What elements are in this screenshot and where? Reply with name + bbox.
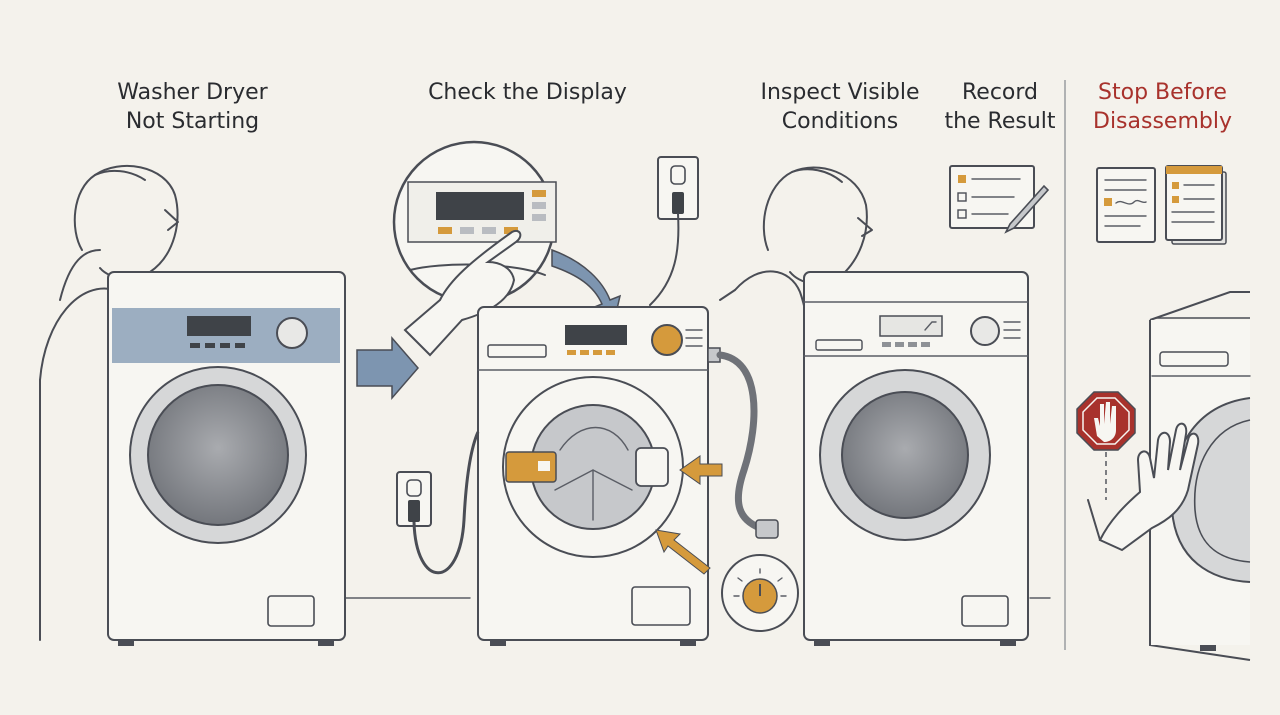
washer-display-check bbox=[477, 306, 723, 646]
control-button bbox=[235, 343, 245, 348]
door-latch bbox=[505, 451, 557, 483]
water-hose bbox=[707, 347, 779, 539]
washer-not-starting bbox=[107, 271, 346, 646]
program-dial-closeup bbox=[721, 554, 799, 632]
step-title-line: Conditions bbox=[781, 109, 899, 134]
step-title-not-starting: Washer Dryer Not Starting bbox=[80, 78, 305, 136]
display-magnifier bbox=[392, 140, 557, 304]
step-title-line: Inspect Visible bbox=[760, 80, 920, 105]
step-title-line: Not Starting bbox=[125, 109, 260, 134]
wall-outlet-bottom bbox=[396, 431, 480, 575]
washer-inspect bbox=[803, 271, 1029, 646]
display-screen bbox=[565, 325, 627, 345]
step-title-check-display: Check the Display bbox=[400, 78, 655, 107]
step-title-inspect: Inspect Visible Conditions bbox=[740, 78, 940, 136]
step-title-record: Record the Result bbox=[925, 78, 1075, 136]
step-title-line: the Result bbox=[944, 109, 1056, 134]
wall-outlet-top bbox=[649, 156, 699, 306]
stop-hand-icon bbox=[1076, 391, 1136, 500]
control-button bbox=[220, 343, 230, 348]
filter-hatch bbox=[267, 595, 315, 627]
control-dial bbox=[276, 317, 308, 349]
control-dial bbox=[651, 324, 683, 356]
checklist-icon bbox=[1165, 165, 1227, 245]
door-hinge bbox=[635, 447, 669, 487]
arrow-up-left-icon bbox=[655, 529, 711, 575]
filter-hatch bbox=[631, 586, 691, 626]
step-title-line: Washer Dryer bbox=[117, 80, 268, 105]
control-dial bbox=[970, 316, 1000, 346]
document-icon bbox=[1096, 167, 1156, 243]
arrow-right-icon bbox=[356, 335, 419, 401]
display-screen bbox=[879, 315, 943, 337]
step-title-line: Stop Before bbox=[1098, 80, 1227, 105]
drum-window bbox=[841, 391, 969, 519]
pointing-hand-icon bbox=[403, 230, 522, 357]
control-button bbox=[205, 343, 215, 348]
step-title-line: Disassembly bbox=[1093, 109, 1232, 134]
arrow-left-icon bbox=[679, 455, 723, 485]
control-button bbox=[190, 343, 200, 348]
pen-icon bbox=[1004, 184, 1050, 234]
step-title-line: Record bbox=[961, 80, 1038, 105]
display-screen bbox=[436, 192, 524, 220]
hand-on-washer-icon bbox=[1087, 422, 1200, 552]
step-title-line: Check the Display bbox=[428, 80, 627, 105]
filter-hatch bbox=[961, 595, 1009, 627]
drum-window bbox=[147, 384, 289, 526]
step-title-stop: Stop Before Disassembly bbox=[1075, 78, 1250, 136]
